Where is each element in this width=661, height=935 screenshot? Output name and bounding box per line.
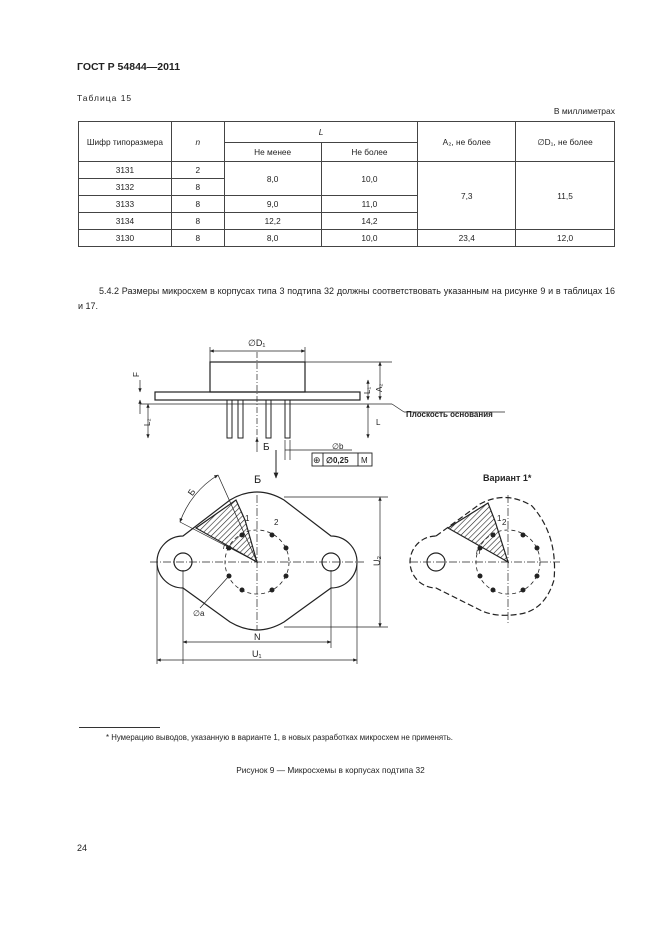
col-header-code: Шифр типоразмера <box>78 121 172 162</box>
spec-table: Шифр типоразмера n L A₂, не более ∅D₁, н… <box>78 121 615 247</box>
variant-view <box>409 495 560 625</box>
footnote: * Нумерацию выводов, указанную в вариант… <box>106 733 453 742</box>
table-row: 3131 2 8,0 10,0 7,3 11,5 <box>78 161 615 230</box>
label-pin2: 2 <box>274 518 279 527</box>
side-view-can <box>209 361 306 393</box>
table-row: 3133 8 9,0 11,0 <box>78 195 615 213</box>
label-d1: ∅D₁ <box>248 338 265 348</box>
figure-caption: Рисунок 9 — Микросхемы в корпусах подтип… <box>236 765 425 775</box>
label-l: L <box>376 418 381 427</box>
label-pinn-variant: n <box>476 547 481 556</box>
table-caption: Таблица 15 <box>77 93 133 103</box>
cell-min: 8,0 <box>223 229 322 247</box>
label-b-arrow: Б <box>186 487 198 498</box>
body-paragraph: 5.4.2 Размеры микросхем в корпусах типа … <box>78 286 615 311</box>
table-row: 3130 8 8,0 10,0 23,4 12,0 <box>78 229 615 247</box>
variant-hatch <box>446 502 510 564</box>
label-m: M <box>361 456 368 465</box>
cell-d1: 11,5 <box>515 161 615 230</box>
front-view <box>150 450 388 664</box>
col-header-d1: ∅D₁, не более <box>515 121 615 162</box>
label-f: F <box>132 372 141 377</box>
label-u2: U₂ <box>372 556 382 566</box>
cell-d1: 12,0 <box>515 229 615 247</box>
cell-max: 10,0 <box>320 161 419 196</box>
col-header-a2: A₂, не более <box>417 121 517 162</box>
label-l2: L₂ <box>143 418 152 426</box>
document-header: ГОСТ Р 54844—2011 <box>77 61 181 73</box>
label-pin1-variant: 1 <box>497 514 502 523</box>
label-pinn: n <box>223 542 228 551</box>
label-pin1: 1 <box>245 514 250 523</box>
side-view-flange <box>154 391 361 401</box>
label-N: N <box>254 632 261 642</box>
label-db: ∅b <box>332 442 344 451</box>
label-a2: A₂ <box>375 384 384 392</box>
label-da: ∅a <box>193 609 205 618</box>
tolerance-frame <box>311 452 373 467</box>
label-b-view: Б <box>254 474 261 486</box>
side-view-pins <box>226 399 291 439</box>
label-b-mark: Б <box>263 442 270 453</box>
label-variant: Вариант 1* <box>483 473 532 483</box>
label-pos-symbol: ⊕ <box>313 455 321 465</box>
label-l1: L₁ <box>363 387 372 394</box>
cell-a2: 23,4 <box>417 229 517 247</box>
table-row: 3132 8 <box>78 178 615 196</box>
label-u1: U₁ <box>252 649 262 659</box>
col-header-n: n <box>170 121 225 162</box>
side-view <box>138 347 505 467</box>
key-hatch <box>194 499 258 564</box>
cell-min: 8,0 <box>223 161 322 196</box>
figure-labels: ∅D₁ F A₂ L₁ L₂ L Плоскость основания Б ∅… <box>132 338 532 659</box>
label-pin2-variant: 2 <box>502 518 507 527</box>
label-tol: ∅0,25 <box>326 456 349 465</box>
cell-code: 3130 <box>78 229 172 247</box>
label-base-plane: Плоскость основания <box>406 410 493 419</box>
units-note: В миллиметрах <box>553 106 615 116</box>
footnote-rule <box>79 727 160 728</box>
table-row: 3134 8 12,2 14,2 <box>78 212 615 230</box>
page-number: 24 <box>77 843 88 853</box>
